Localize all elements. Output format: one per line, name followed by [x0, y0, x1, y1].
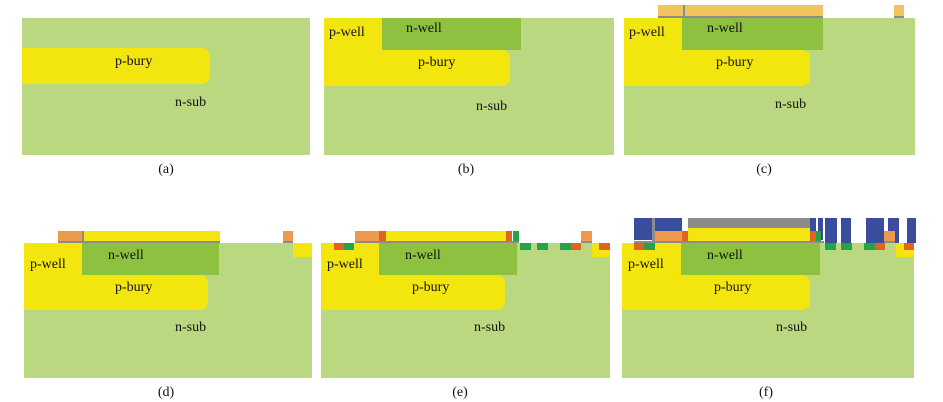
- implant-green: [841, 243, 852, 250]
- p-well-label: p-well: [30, 257, 66, 272]
- metal-block: [655, 218, 682, 231]
- orange-island: [581, 231, 592, 241]
- orange-island: [884, 231, 895, 241]
- p-bury-label: p-bury: [716, 55, 754, 70]
- implant-green: [644, 243, 655, 250]
- p-bury-label: p-bury: [412, 280, 450, 295]
- n-well-region: [82, 243, 219, 275]
- p-bury-label: p-bury: [418, 55, 456, 70]
- caption-c: (c): [756, 162, 772, 177]
- oxide-layer: [658, 5, 823, 16]
- caption-a: (a): [158, 162, 174, 177]
- implant-green: [537, 243, 548, 250]
- p-bury-region: [622, 275, 810, 310]
- p-well-region: [624, 18, 682, 50]
- implant-red: [634, 243, 644, 250]
- n-well-label: n-well: [108, 248, 144, 263]
- green-contact: [513, 231, 519, 241]
- metal-block: [866, 218, 884, 243]
- oxide-step: [683, 5, 685, 18]
- implant-red: [599, 243, 610, 250]
- metal-block: [888, 218, 899, 243]
- metal-block: [810, 218, 816, 240]
- implant-green: [560, 243, 571, 250]
- n-well-region: [682, 18, 823, 50]
- p-bury-label: p-bury: [115, 54, 153, 69]
- implant-red: [334, 243, 344, 250]
- implant-green: [344, 243, 354, 250]
- n-well-region: [382, 18, 521, 50]
- p-well-label: p-well: [327, 257, 363, 272]
- p-well-region: [324, 18, 382, 50]
- green-contact: [816, 231, 821, 241]
- n-sub-region: [22, 18, 310, 155]
- top-layer: [84, 231, 220, 241]
- island-line: [884, 241, 895, 243]
- n-well-label: n-well: [405, 248, 441, 263]
- p-bury-label: p-bury: [115, 280, 153, 295]
- p-bury-region: [321, 275, 505, 310]
- n-sub-label: n-sub: [476, 99, 508, 114]
- n-well-region: [681, 243, 820, 275]
- implant-green: [864, 243, 875, 250]
- implant-red: [571, 243, 581, 250]
- orange-island: [283, 231, 293, 241]
- p-well-label: p-well: [629, 25, 665, 40]
- n-well-region: [379, 243, 517, 275]
- metal-block: [825, 218, 837, 243]
- metal-gap: [652, 218, 655, 243]
- island-line: [581, 241, 592, 243]
- orange-pad: [355, 231, 379, 241]
- implant-red: [875, 243, 885, 250]
- p-bury-region: [324, 50, 510, 86]
- red-contact: [682, 231, 688, 241]
- n-sub-label: n-sub: [474, 320, 506, 335]
- p-bury-region: [624, 50, 810, 86]
- n-well-label: n-well: [406, 21, 442, 36]
- caption-d: (d): [157, 385, 175, 400]
- gate-oxide-line: [658, 16, 823, 18]
- p-bury-label: p-bury: [714, 280, 752, 295]
- caption-b: (b): [457, 162, 475, 177]
- caption-f: (f): [759, 385, 773, 400]
- gate-oxide-line: [58, 241, 220, 243]
- metal-block: [818, 218, 823, 240]
- edge-implant: [293, 243, 312, 257]
- n-sub-label: n-sub: [175, 95, 207, 110]
- gate-oxide-line: [355, 241, 519, 243]
- orange-pad: [655, 231, 682, 241]
- implant-green: [520, 243, 531, 250]
- island-line: [283, 241, 293, 243]
- top-gray-layer: [688, 218, 810, 228]
- implant-green: [825, 243, 836, 250]
- red-contact: [810, 231, 816, 241]
- red-contact: [379, 231, 386, 241]
- n-well-label: n-well: [707, 248, 743, 263]
- n-sub-label: n-sub: [775, 97, 807, 112]
- p-well-label: p-well: [628, 257, 664, 272]
- gate-oxide-line: [634, 241, 824, 243]
- metal-block: [907, 218, 916, 243]
- top-layer: [386, 231, 506, 241]
- red-contact: [506, 231, 512, 241]
- metal-block: [634, 218, 652, 240]
- p-well-label: p-well: [329, 25, 365, 40]
- caption-e: (e): [452, 385, 468, 400]
- orange-pad: [58, 231, 82, 241]
- p-bury-region: [22, 48, 210, 84]
- oxide-island-line: [894, 16, 904, 18]
- p-bury-region: [24, 275, 208, 310]
- n-sub-label: n-sub: [776, 320, 808, 335]
- top-layer: [688, 228, 810, 241]
- oxide-island: [894, 5, 904, 16]
- metal-block: [841, 218, 851, 243]
- implant-red: [904, 243, 914, 250]
- n-sub-label: n-sub: [175, 320, 207, 335]
- p-well-region: [24, 243, 82, 275]
- step-line: [82, 231, 84, 241]
- n-well-label: n-well: [707, 21, 743, 36]
